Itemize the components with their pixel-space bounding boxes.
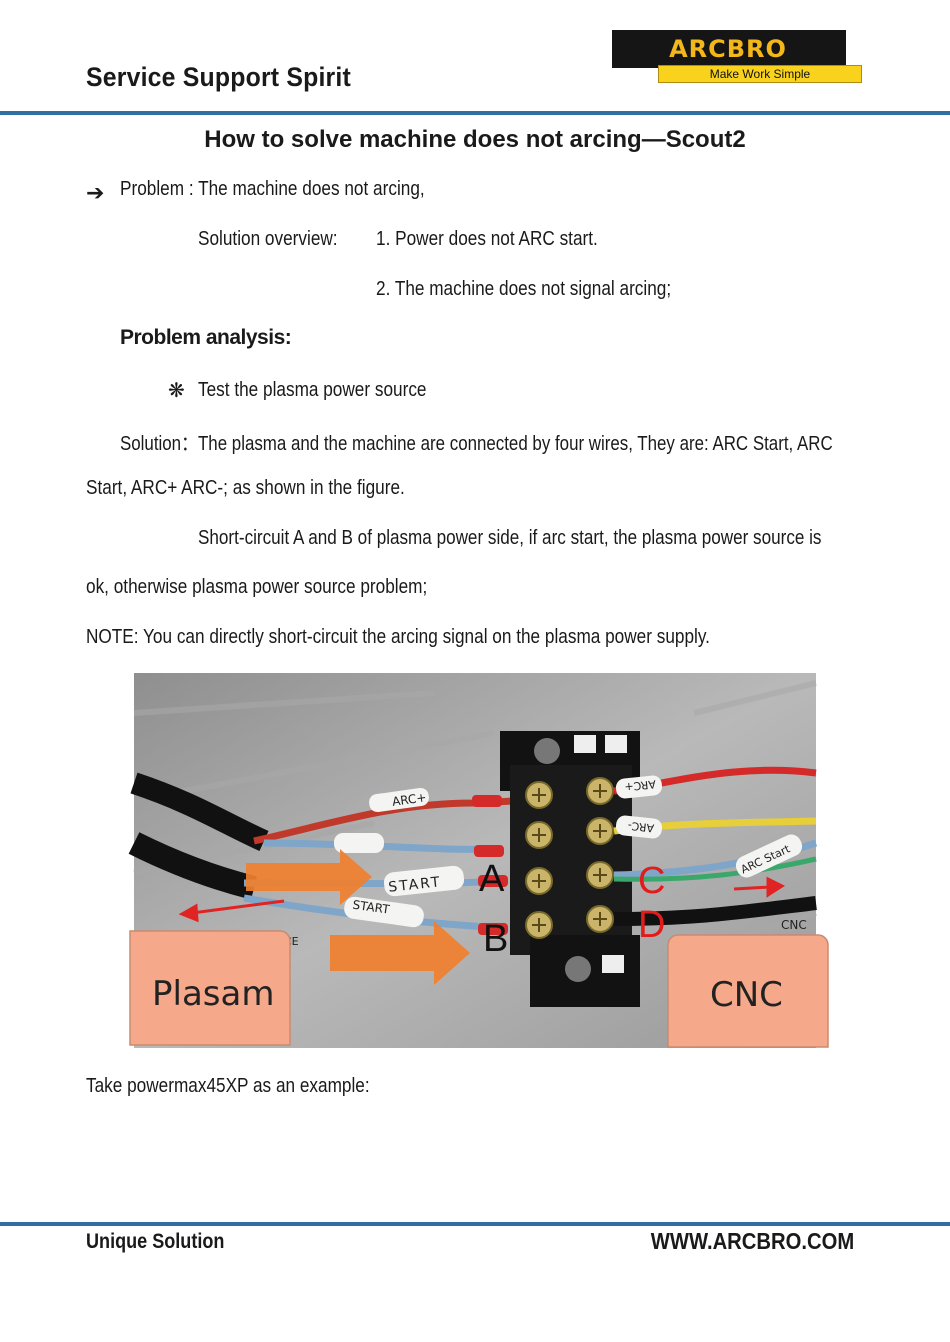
wire-label-arc-plus: ARC+ (391, 790, 427, 809)
example-text: Take powermax45XP as an example: (86, 1075, 370, 1097)
solution-line-1: Solution：The plasma and the machine are … (120, 433, 833, 455)
analysis-heading: Problem analysis: (120, 326, 292, 349)
header-title: Service Support Spirit (86, 62, 351, 92)
overview-item-1: 1. Power does not ARC start. (376, 228, 598, 250)
note-text: NOTE: You can directly short-circuit the… (86, 626, 710, 648)
cnc-callout: CNC (667, 934, 829, 1048)
black-cable-upper (130, 772, 269, 852)
short-circuit-line-2: ok, otherwise plasma power source proble… (86, 576, 428, 598)
logo-tagline-band: Make Work Simple (658, 65, 862, 83)
short-circuit-line-1: Short-circuit A and B of plasma power si… (198, 527, 822, 549)
terminal-label-c: C (638, 860, 665, 902)
header-divider (0, 111, 950, 115)
box-right-label: CNC (710, 975, 783, 1015)
orange-arrow-lower (330, 921, 470, 985)
logo-tagline: Make Work Simple (709, 67, 811, 81)
terminal-label-a: A (479, 858, 505, 900)
right-arrow-icon: ➔ (86, 180, 105, 205)
arcbro-logo: ARCBRO Make Work Simple (612, 30, 864, 84)
wire-label-start-2: START (352, 898, 391, 917)
footer-divider (0, 1222, 950, 1226)
orange-arrow-upper (246, 849, 372, 905)
solution-line-2: Start, ARC+ ARC-; as shown in the figure… (86, 477, 405, 499)
problem-text: Problem : The machine does not arcing, (120, 178, 425, 200)
terminal-label-d: D (638, 904, 665, 946)
wiring-photo: ARC+ START START (128, 673, 829, 1048)
footer-website-link[interactable]: WWW.ARCBRO.COM (650, 1228, 855, 1254)
wire-label-start-1: START (388, 874, 443, 895)
document-title: How to solve machine does not arcing—Sco… (204, 126, 746, 153)
analysis-bullet: Test the plasma power source (198, 379, 427, 401)
black-cable-lower (128, 832, 257, 900)
logo-text: ARCBRO (669, 35, 787, 63)
logo-black-band: ARCBRO (612, 30, 846, 68)
box-left-label: Plasam (152, 974, 274, 1014)
terminal-block (500, 731, 640, 1007)
terminal-label-b: B (483, 918, 508, 960)
orange-arrows (246, 849, 470, 985)
wire-label-arc-plus-right: ARC+ (624, 777, 657, 793)
solution-overview-label: Solution overview: (198, 228, 338, 250)
wire-label-arc-minus: ARC- (627, 819, 655, 835)
plasam-callout: Plasam (129, 930, 291, 1046)
asterisk-bullet-icon: ❋ (168, 380, 185, 402)
footer-slogan: Unique Solution (86, 1230, 225, 1253)
overview-item-2: 2. The machine does not signal arcing; (376, 278, 672, 300)
label-cnc-small: CNC (781, 918, 807, 932)
